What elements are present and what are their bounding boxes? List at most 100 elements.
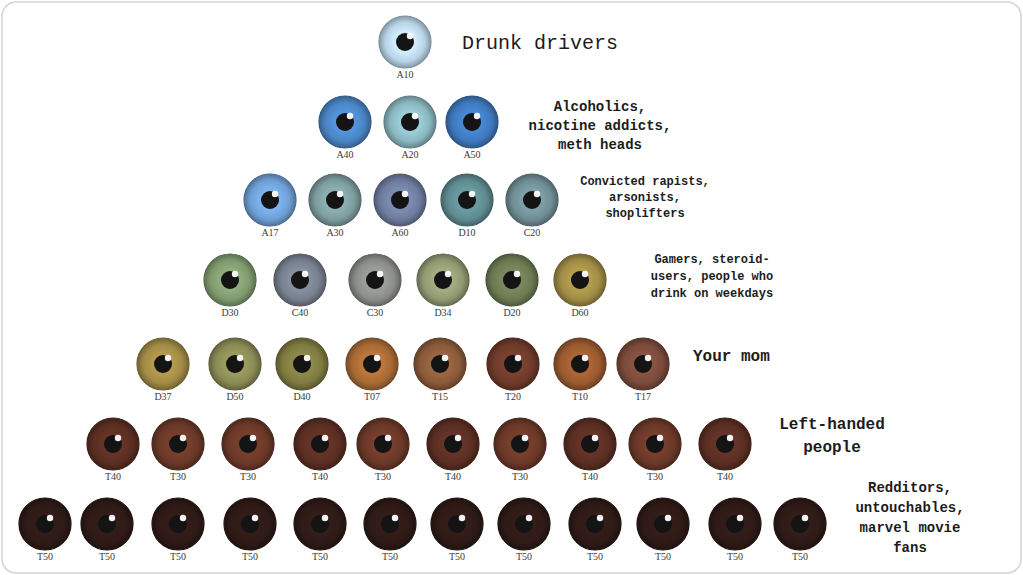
pupil [239, 435, 257, 453]
highlight [474, 113, 480, 119]
color-code: T50 [79, 551, 135, 563]
eye-swatch: A20 [382, 94, 438, 166]
eye-swatch: T40 [292, 416, 348, 488]
pupil [311, 515, 329, 533]
pupil [431, 355, 449, 373]
eye-drawing [615, 336, 671, 392]
color-code: T50 [150, 551, 206, 563]
pupil [391, 191, 409, 209]
pupil [261, 191, 279, 209]
group-label: Left-handed people [770, 414, 894, 460]
eye-drawing [347, 252, 403, 308]
color-code: A30 [307, 227, 363, 239]
iris [204, 254, 256, 306]
eye-swatch: T50 [150, 496, 206, 568]
iris [87, 418, 139, 470]
eye-swatch: T20 [485, 336, 541, 408]
eye-drawing [150, 416, 206, 472]
eye-swatch: T07 [344, 336, 400, 408]
pupil [221, 271, 239, 289]
iris [554, 254, 606, 306]
color-code: T50 [362, 551, 418, 563]
color-code: D34 [415, 307, 471, 319]
eye-drawing [444, 94, 500, 150]
color-code: C20 [504, 227, 560, 239]
iris [294, 498, 346, 550]
eye-swatch: A50 [444, 94, 500, 166]
iris [309, 174, 361, 226]
pupil [458, 191, 476, 209]
iris [774, 498, 826, 550]
highlight [727, 435, 733, 441]
eye-swatch: T30 [220, 416, 276, 488]
highlight [442, 355, 448, 361]
eye-drawing [552, 252, 608, 308]
color-code: D37 [135, 391, 191, 403]
iris [276, 338, 328, 390]
group-label: Alcoholics, nicotine addicts, meth heads [522, 98, 678, 155]
iris [494, 418, 546, 470]
eye-drawing [707, 496, 763, 552]
pupil [169, 515, 187, 533]
color-code: T17 [615, 391, 671, 403]
eye-drawing [85, 416, 141, 472]
eye-swatch: T40 [425, 416, 481, 488]
color-code: T30 [627, 471, 683, 483]
eye-swatch: A17 [242, 172, 298, 244]
iris [244, 174, 296, 226]
pupil [791, 515, 809, 533]
color-code: A20 [382, 149, 438, 161]
eye-swatch: A60 [372, 172, 428, 244]
pupil [293, 355, 311, 373]
color-code: D50 [207, 391, 263, 403]
highlight [514, 271, 520, 277]
highlight [180, 435, 186, 441]
eye-drawing [344, 336, 400, 392]
color-code: T07 [344, 391, 400, 403]
eye-drawing [485, 336, 541, 392]
pupil [336, 113, 354, 131]
eye-drawing [220, 416, 276, 472]
eye-drawing [425, 416, 481, 472]
highlight [455, 435, 461, 441]
eye-swatch: T30 [627, 416, 683, 488]
iris [19, 498, 71, 550]
eye-drawing [272, 252, 328, 308]
eye-drawing [552, 336, 608, 392]
eye-swatch: T50 [772, 496, 828, 568]
iris [209, 338, 261, 390]
pupil [326, 191, 344, 209]
eye-swatch: T50 [707, 496, 763, 568]
iris [414, 338, 466, 390]
eye-drawing [562, 416, 618, 472]
iris [357, 418, 409, 470]
eye-swatch: C20 [504, 172, 560, 244]
iris [364, 498, 416, 550]
iris [431, 498, 483, 550]
highlight [374, 355, 380, 361]
color-code: T30 [220, 471, 276, 483]
pupil [571, 271, 589, 289]
pupil [523, 191, 541, 209]
eye-drawing [274, 336, 330, 392]
pupil [444, 435, 462, 453]
pupil [366, 271, 384, 289]
color-code: T40 [697, 471, 753, 483]
eye-drawing [484, 252, 540, 308]
color-code: T40 [292, 471, 348, 483]
color-code: T40 [85, 471, 141, 483]
group-label: Redditors, untouchables, marvel movie fa… [850, 478, 970, 558]
color-code: A40 [317, 149, 373, 161]
group-label: Gamers, steroid-users, people who drink … [645, 252, 779, 303]
iris [274, 254, 326, 306]
eye-drawing [207, 336, 263, 392]
eye-swatch: T15 [412, 336, 468, 408]
eye-drawing [772, 496, 828, 552]
eye-drawing [355, 416, 411, 472]
iris [487, 338, 539, 390]
eye-swatch: D34 [415, 252, 471, 324]
highlight [582, 271, 588, 277]
pupil [654, 515, 672, 533]
pupil [381, 515, 399, 533]
